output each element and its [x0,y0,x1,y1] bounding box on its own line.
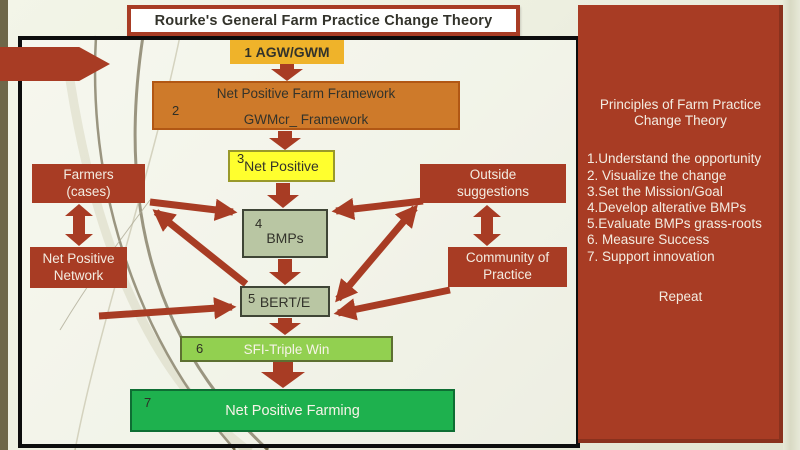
node-net-positive-label: Net Positive [244,158,319,174]
arrow-netpositive-to-bmps [267,183,299,208]
arrow-bmps-to-bert [269,259,301,285]
step-number-7: 7 [144,395,152,410]
principles-panel: Principles of Farm Practice Change Theor… [578,5,783,443]
node-bert-e-label: BERT/E [259,293,311,310]
node-agw-gwm-label: AGW/GWM [255,44,330,60]
principles-repeat-label: Repeat [658,288,703,304]
node-bmps: 4 BMPs [242,209,328,258]
node-farmers-cases: Farmers (cases) [32,164,145,203]
principle-item-4: 4.Develop alterative BMPs [587,199,747,215]
left-edge-strip [0,0,8,450]
step-number-1: 1 [244,44,252,60]
node-net-positive-network-label: Net Positive Network [42,250,115,283]
arrow-framework-to-netpositive [269,131,301,150]
arrow-bert-to-farmers [152,209,249,287]
principle-item-3: 3.Set the Mission/Goal [587,183,723,199]
node-community-of-practice-label: Community of Practice [465,250,550,282]
node-sfi-triple-win-label: SFI-Triple Win [243,341,330,357]
framework-line2: GWMcr_ Framework [243,112,369,127]
arrow-outside-bert-bidirectional [335,204,418,303]
node-bmps-label: BMPs [266,229,304,246]
arrow-bert-to-sfi [269,318,301,335]
node-net-positive-farm-framework: Net Positive Farm Framework 2 GWMcr_ Fra… [152,81,460,130]
node-agw-gwm: 1 AGW/GWM [230,40,344,64]
arrow-farmers-to-bmps [149,198,238,221]
node-net-positive-network: Net Positive Network [30,247,127,288]
framework-line1: Net Positive Farm Framework [216,86,396,101]
arrow-farmers-network-bidirectional [65,204,93,246]
step-number-5: 5 [248,291,256,306]
node-net-positive-farming: 7 Net Positive Farming [130,389,455,432]
step-number-4: 4 [255,216,263,231]
arrow-sfi-to-npf [261,362,305,388]
node-sfi-triple-win: 6 SFI-Triple Win [180,336,393,362]
principle-item-5: 5.Evaluate BMPs grass-roots [587,216,762,232]
node-community-of-practice: Community of Practice [448,247,567,287]
step-number-6: 6 [196,341,204,356]
node-outside-suggestions-label: Outside suggestions [456,166,530,199]
arrow-agw-to-framework [271,64,303,81]
right-edge-band [783,0,800,450]
step-number-2: 2 [172,103,180,118]
arrow-network-to-bert [98,297,237,320]
principle-item-7: 7. Support innovation [587,248,715,264]
principle-item-2: 2. Visualize the change [587,167,727,183]
principle-item-6: 6. Measure Success [587,232,710,248]
principles-heading: Principles of Farm Practice Change Theor… [599,97,762,129]
node-bert-e: 5 BERT/E [240,286,330,317]
arrow-community-to-bert [333,286,451,321]
slide-title-text: Rourke's General Farm Practice Change Th… [154,12,493,29]
principle-item-1: 1.Understand the opportunity [587,151,762,167]
step-number-3: 3 [237,151,245,166]
node-net-positive-farming-label: Net Positive Farming [225,402,360,419]
node-farmers-cases-label: Farmers (cases) [63,166,114,199]
slide-title: Rourke's General Farm Practice Change Th… [127,5,520,36]
node-outside-suggestions: Outside suggestions [420,164,566,203]
arrow-outside-community-bidirectional [473,205,501,246]
node-net-positive: 3 Net Positive [228,150,335,182]
